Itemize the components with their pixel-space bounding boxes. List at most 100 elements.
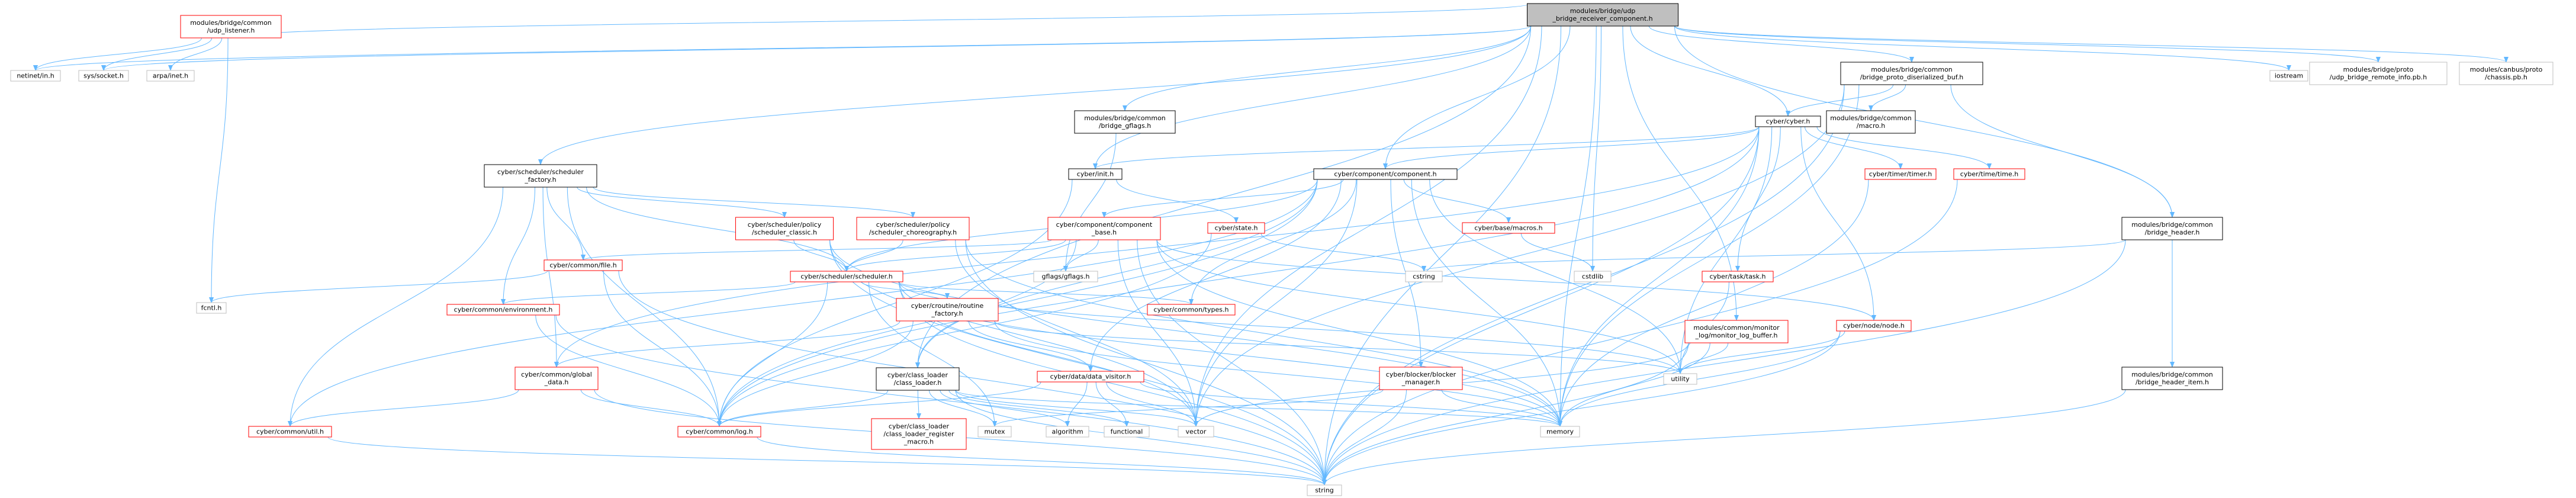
- node-proto-buf[interactable]: modules/bridge/common/bridge_proto_diser…: [1840, 62, 1983, 85]
- node-common-macro[interactable]: modules/bridge/common/macro.h: [1826, 110, 1916, 134]
- node-common-file[interactable]: cyber/common/file.h: [543, 259, 623, 271]
- node-label: cyber/blocker/blocker: [1386, 371, 1456, 378]
- edge-component_base-to-memory: [1156, 239, 1562, 427]
- node-box: [180, 15, 282, 38]
- node-global-data[interactable]: cyber/common/global_data.h: [514, 367, 599, 390]
- node-cyber-h[interactable]: cyber/cyber.h: [1755, 115, 1821, 127]
- node-node-h[interactable]: cyber/node/node.h: [1836, 320, 1912, 332]
- node-label: cyber/class_loader: [889, 423, 950, 430]
- node-label: _manager.h: [1401, 378, 1440, 386]
- node-box: [514, 367, 599, 390]
- node-blocker-manager[interactable]: cyber/blocker/blocker_manager.h: [1379, 367, 1463, 390]
- node-policy-choreo[interactable]: cyber/scheduler/policy/scheduler_choreog…: [856, 217, 970, 240]
- node-label: cyber/init.h: [1077, 171, 1114, 178]
- edge-sched_factory-to-global_data: [542, 187, 559, 368]
- edge-component_base-to-common_file: [581, 239, 1052, 261]
- node-box: [2121, 367, 2223, 390]
- edge-gflags_h-to-gflags_gflags: [1063, 133, 1117, 272]
- edge-component_h-to-base_macros: [1403, 179, 1511, 223]
- node-policy-classic[interactable]: cyber/scheduler/policy/scheduler_classic…: [735, 217, 834, 240]
- node-box: [1405, 271, 1443, 282]
- node-label: modules/canbus/proto: [2470, 66, 2543, 73]
- node-routine-factory[interactable]: cyber/croutine/routine_factory.h: [896, 298, 999, 322]
- node-label: modules/bridge/common: [2131, 371, 2213, 378]
- node-root[interactable]: modules/bridge/udp_bridge_receiver_compo…: [1527, 3, 1678, 27]
- node-box: [1047, 217, 1161, 240]
- node-label: mutex: [984, 428, 1005, 436]
- node-label: cstring: [1413, 273, 1435, 281]
- node-box: [1178, 426, 1214, 438]
- edge-global_data-to-common_util: [288, 389, 519, 427]
- edge-component_base-to-utility: [1156, 239, 1683, 374]
- node-common-log[interactable]: cyber/common/log.h: [677, 426, 761, 438]
- node-box: [735, 217, 834, 240]
- node-box: [871, 418, 967, 450]
- node-time-h[interactable]: cyber/time/time.h: [1953, 168, 2025, 180]
- node-header-item[interactable]: modules/bridge/common/bridge_header_item…: [2121, 367, 2223, 390]
- node-box: [677, 426, 761, 438]
- node-box: [1864, 168, 1937, 180]
- node-base-macros[interactable]: cyber/base/macros.h: [1462, 222, 1555, 234]
- edge-cyber_h-to-string: [1322, 126, 1760, 486]
- node-class-loader-macro[interactable]: cyber/class_loader/class_loader_register…: [871, 418, 967, 450]
- node-label: /chassis.pb.h: [2485, 73, 2527, 81]
- node-class-loader[interactable]: cyber/class_loader/class_loader.h: [876, 367, 960, 391]
- node-label: modules/bridge/proto: [2343, 66, 2414, 73]
- node-algorithm: algorithm: [1046, 426, 1089, 438]
- node-label: _log/monitor_log_buffer.h: [1694, 332, 1777, 339]
- edge-routine_factory-to-global_data: [554, 320, 901, 368]
- node-environment[interactable]: cyber/common/environment.h: [446, 304, 560, 316]
- edge-root-to-cyber_h: [1630, 25, 1790, 117]
- node-common-types[interactable]: cyber/common/types.h: [1147, 304, 1236, 316]
- edge-sched_factory-to-common_file: [546, 187, 586, 261]
- edge-root-to-monitor_log: [1622, 25, 1739, 321]
- edge-cyber_h-to-memory: [1558, 126, 1760, 427]
- node-monitor-log[interactable]: modules/common/monitor_log/monitor_log_b…: [1684, 320, 1789, 343]
- edge-policy_classic-to-string: [829, 239, 1327, 486]
- node-data-visitor[interactable]: cyber/data/data_visitor.h: [1037, 371, 1144, 383]
- node-label: _factory.h: [931, 310, 963, 317]
- edge-time_h-to-string: [1322, 179, 1958, 486]
- node-sched-factory[interactable]: cyber/scheduler/scheduler_factory.h: [484, 164, 597, 188]
- node-state-h[interactable]: cyber/state.h: [1207, 222, 1265, 234]
- node-label: cyber/scheduler/scheduler.h: [800, 273, 892, 281]
- node-label: /class_loader_register: [883, 430, 954, 438]
- node-label: gflags/gflags.h: [1042, 273, 1090, 281]
- node-box: [1104, 426, 1150, 438]
- edge-common_log-to-string: [757, 436, 1327, 486]
- node-label: cyber/scheduler/scheduler: [497, 168, 584, 176]
- edge-scheduler_h-to-common_types: [898, 281, 1194, 305]
- edge-data_visitor-to-common_log: [717, 381, 1041, 427]
- edge-timer_h-to-memory: [1558, 179, 1869, 427]
- node-box: [1033, 271, 1098, 282]
- node-gflags-h[interactable]: modules/bridge/common/bridge_gflags.h: [1074, 110, 1176, 134]
- edge-data_visitor-to-vector: [1106, 381, 1198, 427]
- node-common-util[interactable]: cyber/common/util.h: [248, 426, 332, 438]
- edge-state_h-to-cstring: [1260, 233, 1426, 272]
- node-timer-h[interactable]: cyber/timer/timer.h: [1864, 168, 1937, 180]
- edge-class_loader-to-class_loader_macro: [916, 390, 921, 419]
- node-cstdlib: cstdlib: [1574, 271, 1612, 282]
- edge-root-to-udp_listener: [229, 3, 1531, 38]
- node-component-h[interactable]: cyber/component/component.h: [1313, 168, 1458, 180]
- node-box: [1462, 222, 1555, 234]
- node-box: [1540, 426, 1580, 438]
- node-label: cstdlib: [1582, 273, 1603, 281]
- node-label: /udp_bridge_remote_info.pb.h: [2330, 73, 2427, 81]
- edge-scheduler_h-to-routine_factory: [861, 281, 950, 299]
- node-bridge-header[interactable]: modules/bridge/common/bridge_header.h: [2121, 217, 2223, 240]
- node-label: cyber/component/component.h: [1334, 171, 1436, 178]
- edge-sched_factory-to-common_log: [567, 187, 722, 427]
- node-task-h[interactable]: cyber/task/task.h: [1702, 271, 1774, 282]
- node-box: [1840, 62, 1983, 85]
- node-label: cyber/cyber.h: [1766, 118, 1810, 126]
- node-netinet-in: netinet/in.h: [10, 70, 61, 82]
- node-component-base[interactable]: cyber/component/component_base.h: [1047, 217, 1161, 240]
- node-label: /macro.h: [1857, 122, 1886, 130]
- node-box: [1684, 320, 1789, 343]
- edge-root-to-cstdlib: [1590, 25, 1601, 272]
- node-udp-listener[interactable]: modules/bridge/common/udp_listener.h: [180, 15, 282, 38]
- node-scheduler-h[interactable]: cyber/scheduler/scheduler.h: [790, 271, 903, 282]
- node-init-h[interactable]: cyber/init.h: [1068, 168, 1123, 180]
- node-label: string: [1315, 487, 1334, 494]
